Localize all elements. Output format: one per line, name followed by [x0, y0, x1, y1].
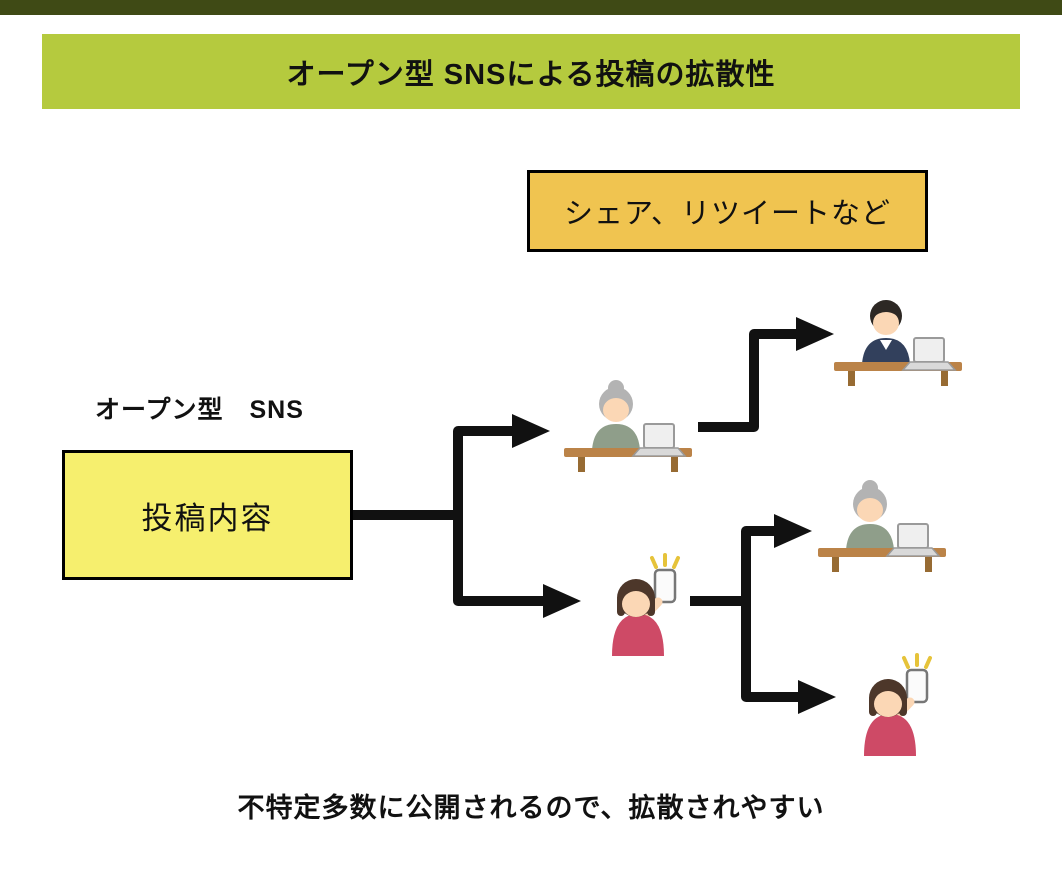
- person-businessman-laptop: [824, 294, 972, 386]
- share-retweet-label: シェア、リツイートなど: [563, 198, 892, 230]
- arrowhead-to-selfie-1: [543, 584, 581, 618]
- grandma-laptop-icon: [564, 380, 692, 472]
- footer-note: 不特定多数に公開されるので、拡散されやすい: [237, 793, 825, 823]
- arrow-main-branch: [353, 426, 543, 606]
- page-title: オープン型 SNSによる投稿の拡散性: [286, 58, 776, 91]
- selfie-woman-phone-icon: [864, 653, 932, 756]
- title-bar: オープン型 SNSによる投稿の拡散性: [42, 34, 1020, 109]
- person-selfie-woman-1: [594, 552, 690, 656]
- arrowhead-to-grandma-2: [774, 514, 812, 548]
- open-sns-label: オープン型 SNS: [95, 396, 304, 424]
- top-strip: [0, 0, 1062, 15]
- share-retweet-box: シェア、リツイートなど: [527, 170, 928, 252]
- person-selfie-woman-2: [846, 652, 942, 756]
- grandma-laptop-icon: [818, 480, 946, 572]
- arrowhead-to-grandma-1: [512, 414, 550, 448]
- post-content-box: 投稿内容: [62, 450, 353, 580]
- person-grandma-laptop-2: [812, 480, 952, 572]
- person-grandma-laptop-1: [558, 380, 698, 472]
- post-content-label: 投稿内容: [141, 500, 274, 536]
- businessman-laptop-icon: [834, 300, 962, 386]
- arrow-grandma-to-businessman: [698, 329, 796, 432]
- selfie-woman-phone-icon: [612, 553, 680, 656]
- arrow-selfie-branch: [690, 526, 798, 702]
- arrowhead-to-selfie-2: [798, 680, 836, 714]
